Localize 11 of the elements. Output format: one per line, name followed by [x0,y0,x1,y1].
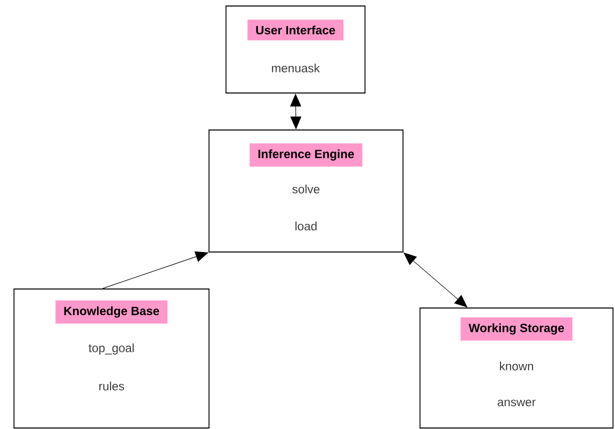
function-name: answer [498,400,536,406]
function-name: load [295,222,317,230]
heading-label: User Interface [247,20,344,40]
function-name: solve [292,184,320,194]
function-name: top_goal [88,343,134,355]
function-name: menuask [272,64,320,72]
heading-label: Knowledge Base [56,300,168,324]
function-name: known [500,362,534,370]
heading-label: Inference Engine [250,143,362,167]
heading-label: Working Storage [460,317,572,341]
function-name: rules [99,382,124,390]
